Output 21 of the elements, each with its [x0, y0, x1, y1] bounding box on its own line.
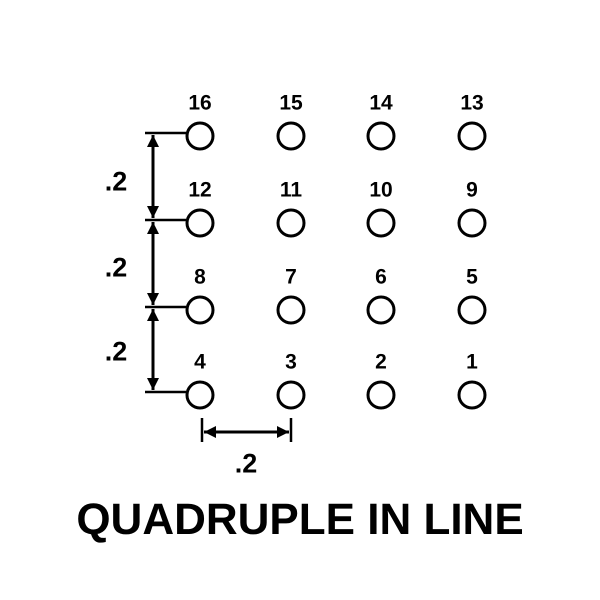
- pin-number: 16: [188, 92, 212, 114]
- pin-number: 5: [466, 266, 478, 288]
- dimension-label: .2: [104, 254, 128, 282]
- pin-number: 8: [194, 266, 206, 288]
- pin-number: 7: [285, 266, 297, 288]
- diagram-title: QUADRUPLE IN LINE: [76, 498, 524, 542]
- pin-number: 9: [466, 180, 478, 200]
- pin-number: 2: [375, 352, 387, 372]
- pin-number: 4: [194, 352, 206, 372]
- pin-number: 11: [280, 180, 302, 200]
- pin-number: 15: [279, 92, 303, 114]
- pin-number: 13: [460, 92, 484, 114]
- pin-number: 3: [285, 352, 297, 372]
- dimension-label: .2: [104, 338, 128, 366]
- dimension-label: .2: [104, 168, 128, 196]
- dimension-label: .2: [234, 450, 258, 478]
- pin-number: 1: [466, 352, 478, 372]
- pin-number: 12: [188, 180, 212, 200]
- pin-number: 10: [369, 180, 393, 200]
- pin-number: 14: [369, 92, 393, 114]
- pin-number: 6: [375, 266, 387, 288]
